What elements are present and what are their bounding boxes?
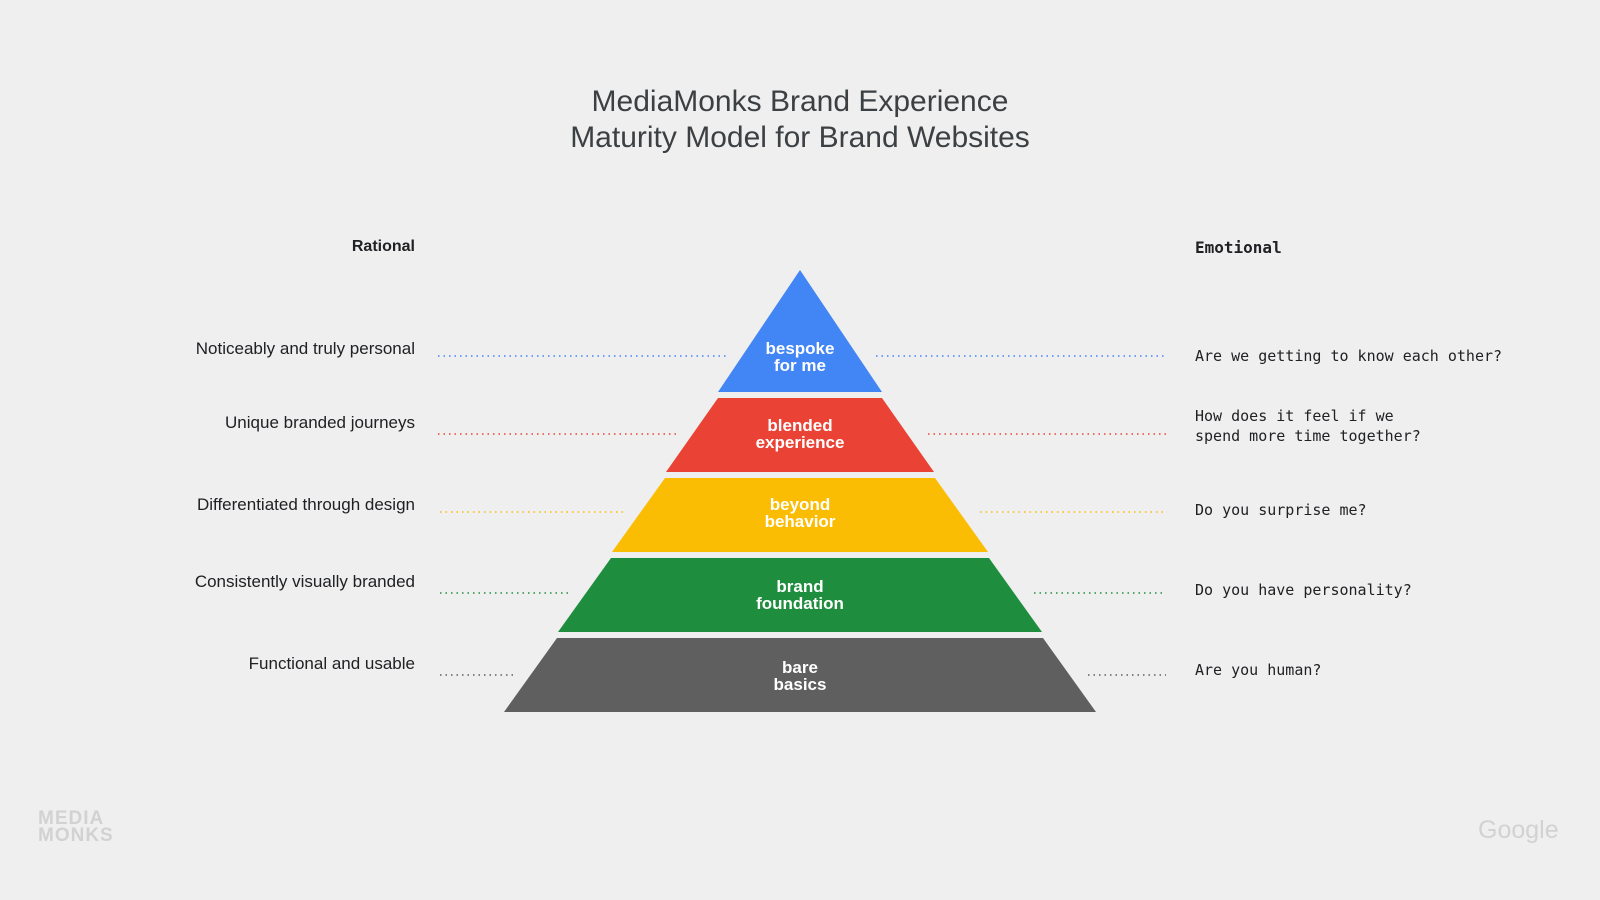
layer-bespoke: [718, 270, 882, 392]
rational-label-blended: Unique branded journeys: [225, 413, 415, 432]
layer-label-bare-1: bare: [782, 658, 818, 677]
layer-label-bespoke-1: bespoke: [766, 339, 835, 358]
layer-label-bare-2: basics: [774, 675, 827, 694]
layer-label-bespoke-2: for me: [774, 356, 826, 375]
rational-label-bare: Functional and usable: [248, 654, 415, 673]
layer-beyond: [612, 478, 988, 552]
emotional-column-header: Emotional: [1195, 238, 1282, 257]
layer-label-beyond-2: behavior: [765, 512, 836, 531]
emotional-label-bare: Are you human?: [1195, 661, 1322, 679]
google-logo: Google: [1478, 816, 1559, 844]
emotional-label-beyond: Do you surprise me?: [1195, 501, 1367, 519]
logo-line-1: MEDIA: [38, 808, 105, 829]
layer-label-brand-2: foundation: [756, 594, 844, 613]
title-line-1: MediaMonks Brand Experience: [591, 85, 1009, 118]
emotional-label-brand: Do you have personality?: [1195, 581, 1412, 599]
layer-bare: [504, 638, 1096, 712]
logo-line-2: MONKS: [38, 825, 114, 846]
layer-brand: [558, 558, 1042, 632]
layer-label-brand-1: brand: [776, 577, 823, 596]
layer-label-blended-2: experience: [756, 433, 845, 452]
rational-label-bespoke: Noticeably and truly personal: [195, 339, 415, 358]
mediamonks-logo: MEDIA MONKS: [38, 808, 114, 846]
layer-blended: [666, 398, 934, 472]
rational-label-brand: Consistently visually branded: [194, 572, 415, 591]
rational-label-beyond: Differentiated through design: [196, 495, 415, 514]
emotional-label-blended: How does it feel if we spend more time t…: [1195, 407, 1421, 445]
diagram-title: MediaMonks Brand Experience Maturity Mod…: [0, 84, 1600, 156]
rational-column-header: Rational: [351, 238, 415, 255]
layer-label-beyond-1: beyond: [770, 495, 830, 514]
layer-label-blended-1: blended: [767, 416, 832, 435]
title-line-2: Maturity Model for Brand Websites: [570, 121, 1030, 154]
emotional-label-bespoke: Are we getting to know each other?: [1195, 347, 1503, 365]
